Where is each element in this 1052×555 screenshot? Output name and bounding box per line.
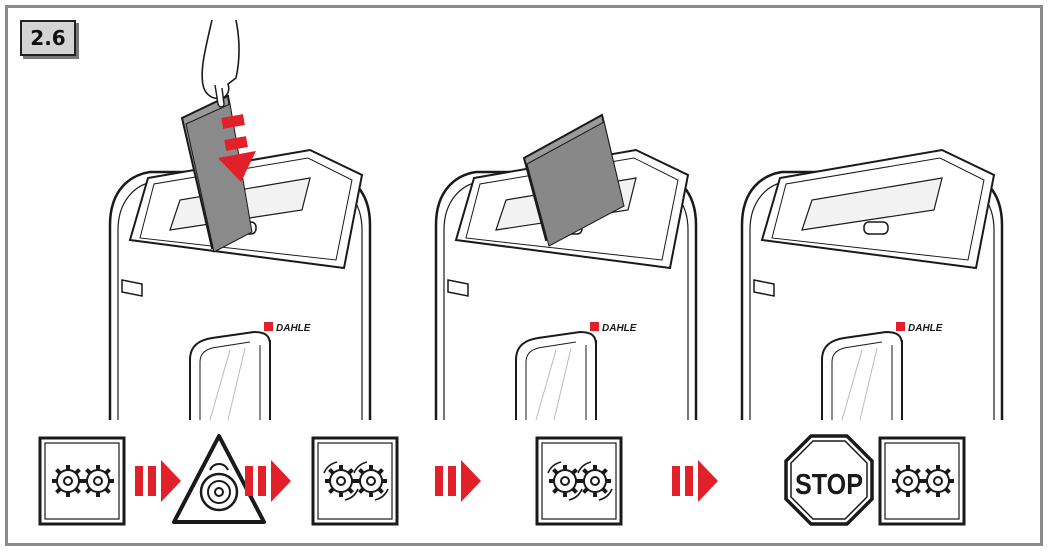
shredder-3: DAHLE (740, 148, 1004, 422)
arrow-icon (245, 460, 291, 502)
shredder-2: DAHLE (434, 148, 698, 422)
brand-logo-3: DAHLE (908, 323, 943, 334)
gears-running-icon (535, 436, 623, 526)
step-number-badge: 2.6 (20, 20, 76, 56)
shredder-1: DAHLE (108, 148, 372, 422)
gears-running-icon (311, 436, 399, 526)
gears-idle-icon (38, 436, 126, 526)
hand-icon (201, 19, 240, 108)
arrow-icon (435, 460, 481, 502)
brand-logo-1: DAHLE (276, 323, 311, 334)
paper-stack-being-fed (180, 94, 256, 253)
hand-caution-triangle-icon (172, 434, 266, 524)
brand-logo-2: DAHLE (602, 323, 637, 334)
gears-idle-icon (878, 436, 966, 526)
stop-label: STOP (795, 469, 863, 501)
arrow-icon (135, 460, 181, 502)
paper-stack-shredding (522, 113, 625, 247)
arrow-icon (672, 460, 718, 502)
stop-sign-icon: STOP (784, 434, 874, 526)
